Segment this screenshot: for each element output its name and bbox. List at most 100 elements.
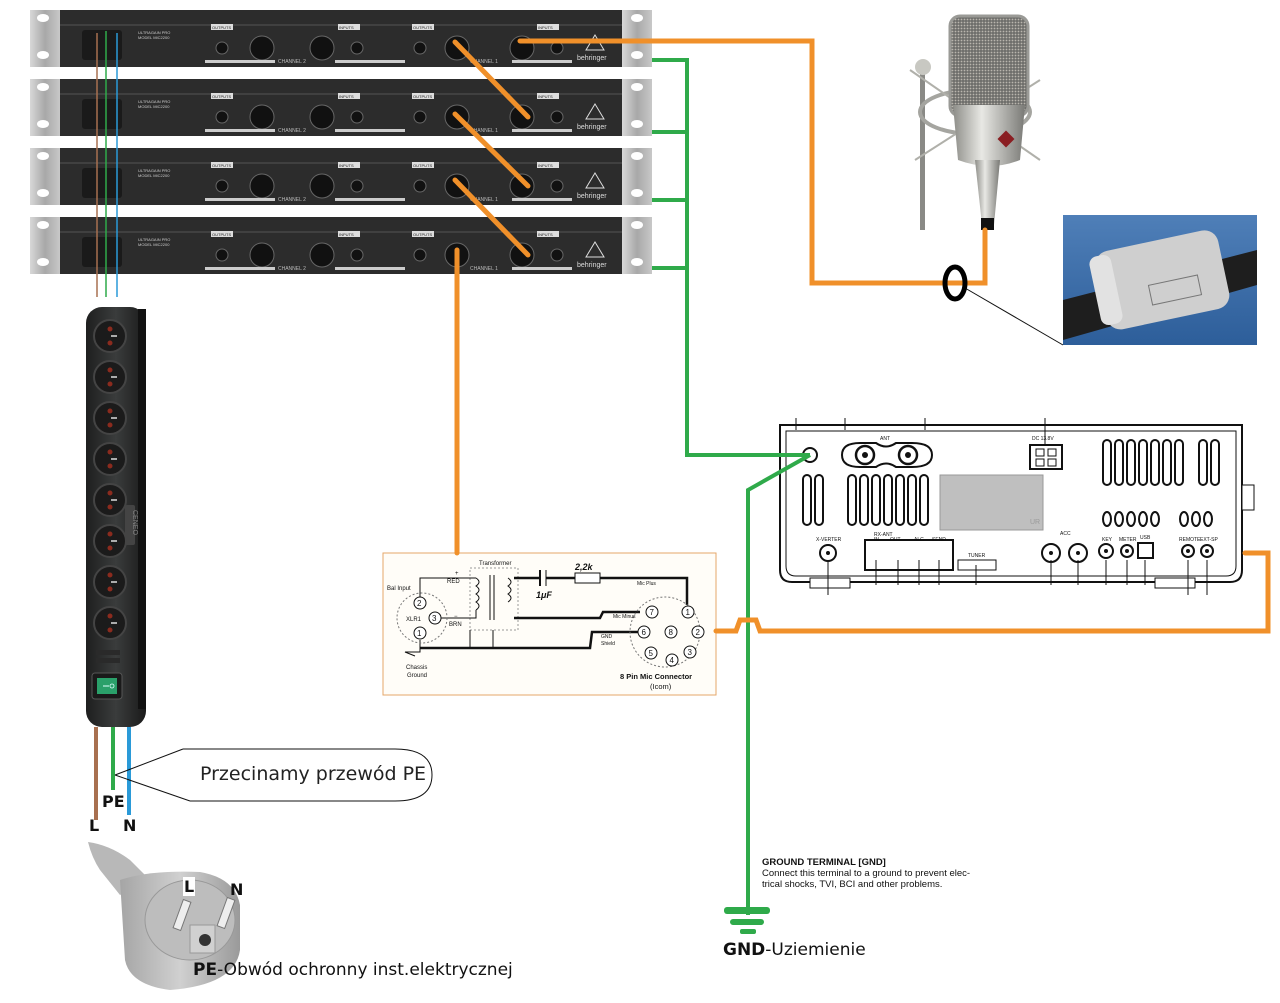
strip-brand: CENEO	[131, 510, 138, 535]
model-line2: MODEL MIC2200	[138, 242, 170, 247]
mic-pin-number: 7	[650, 608, 655, 617]
vent-hole	[1138, 511, 1148, 527]
callout-bubble	[114, 748, 433, 802]
outputs-label: OUTPUTS	[413, 232, 432, 237]
acc-label: ACC	[1060, 531, 1071, 537]
brand-label: behringer	[577, 55, 607, 62]
outlet-socket	[93, 483, 127, 517]
vent-slot	[919, 474, 929, 526]
connector-title: 8 Pin Mic Connector	[620, 672, 692, 681]
channel-2-label: CHANNEL 2	[278, 197, 306, 203]
inputs-label: INPUTS	[538, 94, 553, 99]
ground-note-line1: Connect this terminal to a ground to pre…	[762, 868, 971, 879]
audio-jack	[550, 41, 564, 55]
brand-label: behringer	[577, 262, 607, 269]
n-wire-label: N	[123, 816, 137, 835]
extsp-label: EXT-SP	[1200, 537, 1218, 543]
audio-jack	[350, 179, 364, 193]
mic-pin-number: 3	[688, 648, 693, 657]
vent-hole	[1114, 511, 1124, 527]
pe-caption-text: -Obwód ochronny inst.elektrycznej	[217, 960, 513, 980]
ground-note-line2: trical shocks, TVI, BCI and other proble…	[762, 879, 943, 890]
mic-pin-number: 6	[642, 628, 647, 637]
vent-slot	[802, 474, 812, 526]
model-line2: MODEL MIC2200	[138, 173, 170, 178]
behringer-logo-icon	[585, 103, 605, 120]
outputs-label: OUTPUTS	[413, 25, 432, 30]
channel-2-label: CHANNEL 2	[278, 266, 306, 272]
out-label: OUT	[890, 537, 901, 543]
xlr-pin: 1	[417, 629, 422, 638]
channel-1-label: CHANNEL 1	[470, 197, 498, 203]
gnd-caption-bold: GND	[723, 940, 766, 960]
audio-jack	[550, 179, 564, 193]
plug-n-label: N	[230, 880, 244, 899]
gnd-caption-text: -Uziemienie	[765, 940, 866, 960]
rxant-label: RX-ANT	[874, 532, 893, 538]
audio-jack	[249, 173, 275, 199]
outlet-socket	[93, 319, 127, 353]
audio-jack	[550, 248, 564, 262]
vent-slot	[1126, 439, 1136, 486]
gnd-label: GND	[601, 634, 613, 640]
audio-jack	[249, 242, 275, 268]
plus-sign: +	[455, 571, 459, 577]
meter-label: METER	[1119, 537, 1137, 543]
mic-pin-number: 1	[686, 608, 691, 617]
rack-mount-hole	[37, 189, 49, 197]
audio-jack	[350, 248, 364, 262]
schuko-plug	[88, 842, 240, 990]
xverter-label: X-VERTER	[816, 537, 842, 543]
outputs-label: OUTPUTS	[212, 25, 231, 30]
vent-slot	[1162, 439, 1172, 486]
transceiver-rear-panel: UR ANT DC 13.8V X-VERTER RX-ANT IN OUT A…	[779, 418, 1255, 595]
audio-jack	[215, 179, 229, 193]
rack-mount-hole	[631, 51, 643, 59]
audio-jack	[215, 248, 229, 262]
vent-hole	[1102, 511, 1112, 527]
brand-label: behringer	[577, 124, 607, 131]
outlet-socket	[93, 360, 127, 394]
outputs-label: OUTPUTS	[413, 94, 432, 99]
ferrite-leader-line	[964, 287, 1064, 346]
condenser-microphone	[909, 14, 1041, 230]
channel-2-label: CHANNEL 2	[278, 128, 306, 134]
channel-1-label: CHANNEL 1	[470, 59, 498, 65]
mic-connector-pin	[691, 625, 705, 639]
iec-inlet	[82, 30, 122, 60]
ground-symbol	[724, 907, 770, 934]
audio-jack	[249, 104, 275, 130]
pe-caption-bold: PE	[193, 960, 218, 980]
audio-jack	[350, 41, 364, 55]
mic-pin-number: 5	[649, 649, 654, 658]
audio-jack	[550, 110, 564, 124]
vent-hole	[1179, 511, 1189, 527]
audio-jack	[215, 41, 229, 55]
callout-text: Przecinamy przewód PE	[200, 763, 427, 785]
channel-1-label: CHANNEL 1	[470, 128, 498, 134]
pe-wire-label: PE	[102, 792, 125, 811]
ant-label: ANT	[880, 436, 890, 442]
model-line1: ULTRAGAIN PRO	[138, 168, 170, 173]
channel-2-label: CHANNEL 2	[278, 59, 306, 65]
vent-slot	[847, 474, 857, 526]
power-strip: CENEO	[86, 307, 146, 727]
vent-slot	[1150, 439, 1160, 486]
send-label: SEND	[932, 537, 946, 543]
rack-mount-hole	[631, 14, 643, 22]
rack-mount-hole	[631, 221, 643, 229]
alc-label: ALC	[914, 537, 924, 543]
mic-minus-label: Mic Minus	[613, 614, 636, 620]
outputs-label: OUTPUTS	[212, 163, 231, 168]
xlr-pin: 2	[417, 599, 422, 608]
red-label: RED	[447, 579, 460, 585]
inputs-label: INPUTS	[339, 25, 354, 30]
audio-jack	[309, 242, 335, 268]
outlet-socket	[93, 606, 127, 640]
vent-slot	[859, 474, 869, 526]
rack-mount-hole	[37, 152, 49, 160]
